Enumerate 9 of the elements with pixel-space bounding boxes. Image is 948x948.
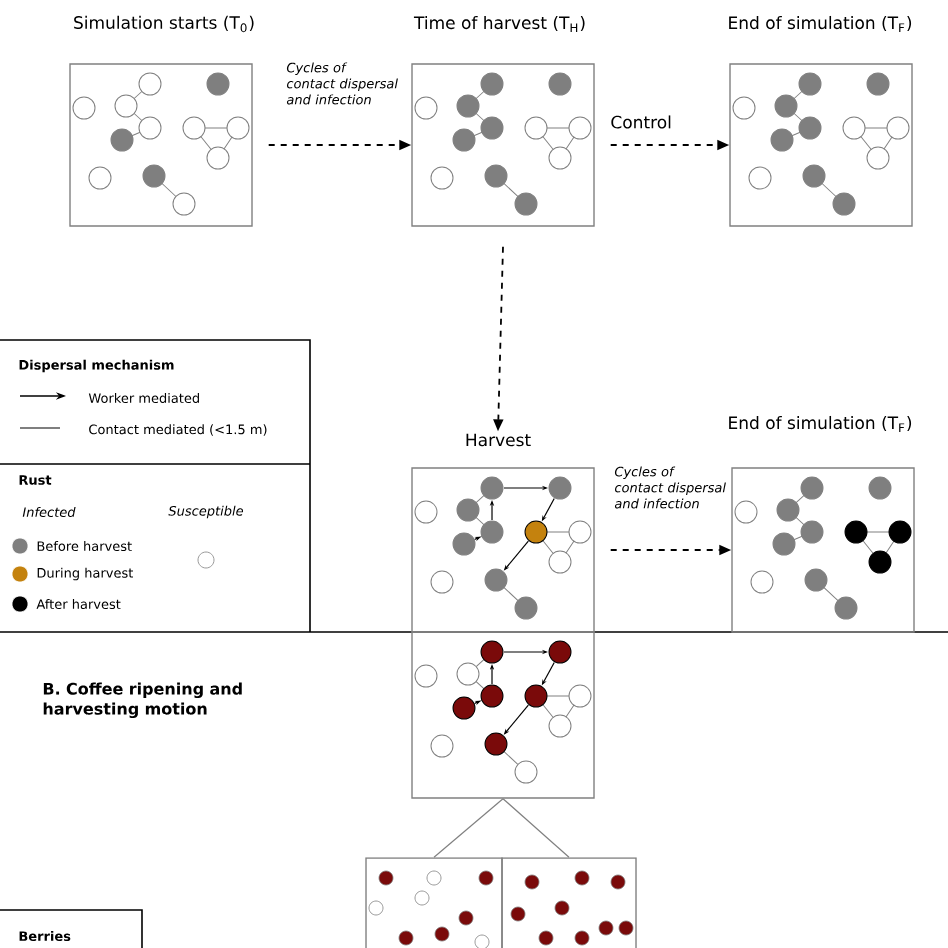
panel-title: End of simulation (T$_{F}$) [729, 15, 912, 33]
panel-title: Simulation starts (T$_{0}$) [74, 15, 254, 33]
panel-heading: B. Coffee ripening and harvesting motion [43, 682, 242, 718]
connector-line [502, 798, 570, 858]
panel-title: Time of harvest (T$_{H}$) [413, 15, 585, 33]
connector-line [433, 798, 504, 858]
edge-label: Control [608, 113, 674, 131]
panel-title: End of simulation (T$_{F}$) [729, 415, 912, 433]
panel-title: Harvest [466, 433, 531, 447]
